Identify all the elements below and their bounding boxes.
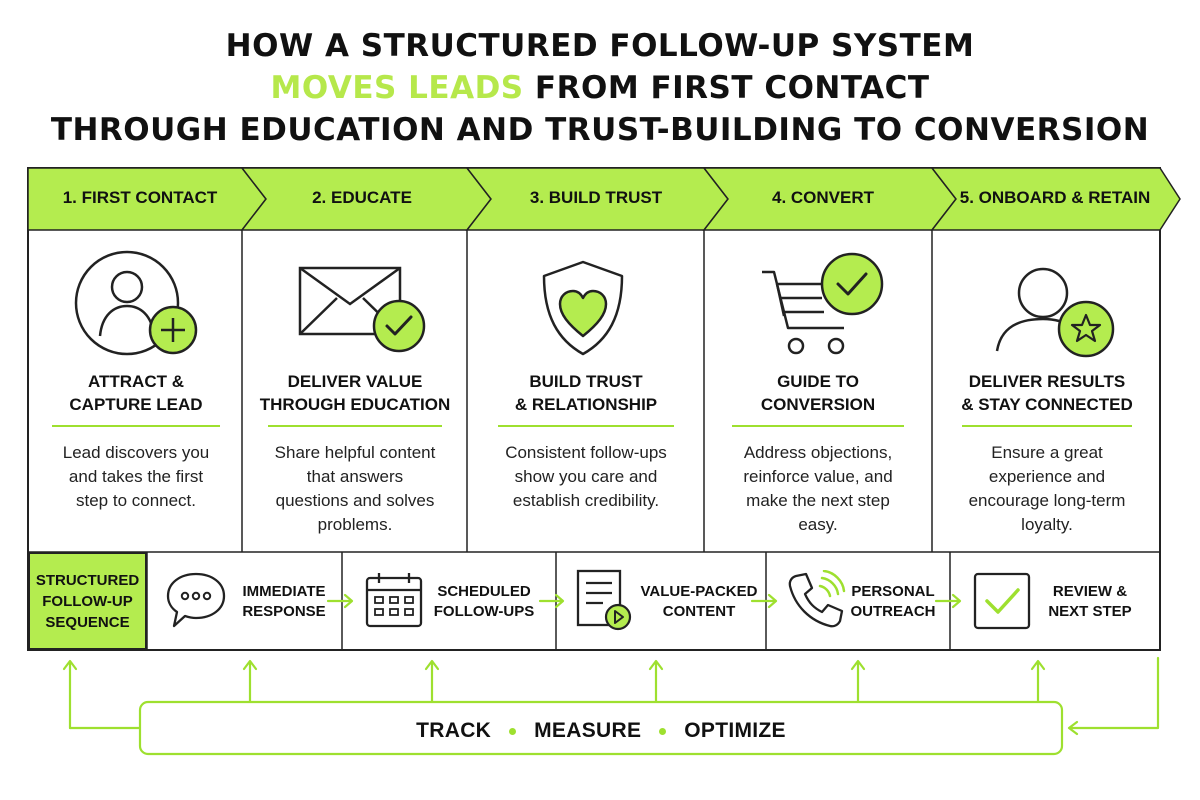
- title-line-2: MOVES LEADS FROM FIRST CONTACT: [0, 70, 1200, 106]
- title-accent: MOVES LEADS: [270, 70, 524, 106]
- stage-header-band: [27, 167, 1181, 231]
- footer-item-track: TRACK: [416, 719, 492, 742]
- calendar-icon: [365, 573, 423, 628]
- column-dividers: [241, 230, 933, 552]
- cart-check-icon: [762, 252, 884, 355]
- user-plus-icon: [74, 250, 198, 356]
- shield-heart-icon: [542, 260, 624, 356]
- footer-dot: [659, 727, 667, 735]
- stage-underline-1: [52, 425, 220, 427]
- footer-item-optimize: OPTIMIZE: [684, 719, 786, 742]
- step-arrows: [326, 593, 962, 609]
- step-arrow-1: [326, 593, 354, 609]
- checkbox-icon: [973, 572, 1031, 630]
- envelope-check-icon: [298, 266, 426, 353]
- stage-heading-5: DELIVER RESULTS& STAY CONNECTED: [961, 372, 1133, 414]
- title-line-1: HOW A STRUCTURED FOLLOW-UP SYSTEM: [225, 28, 975, 64]
- stage-chevron-5: [930, 167, 1181, 231]
- footer-box: [138, 700, 1064, 756]
- document-play-icon: [576, 569, 632, 631]
- stage-underline-2: [268, 425, 442, 427]
- stage-label-onboard-retain: 5. ONBOARD & RETAIN: [959, 188, 1151, 207]
- step-arrow-3: [750, 593, 778, 609]
- feedback-arrows: [62, 656, 1160, 736]
- title-line-3: THROUGH EDUCATION AND TRUST-BUILDING TO …: [50, 112, 1150, 148]
- stage-underline-5: [962, 425, 1132, 427]
- step-label-review-next-step: REVIEW &NEXT STEP: [1048, 583, 1132, 620]
- stage-underline-3: [498, 425, 674, 427]
- stage-label-build-trust: 3. BUILD TRUST: [529, 188, 663, 207]
- stage-underline-4: [732, 425, 904, 427]
- footer-dot: [509, 727, 517, 735]
- user-star-icon: [995, 267, 1115, 358]
- title-line-2-rest: FROM FIRST CONTACT: [523, 70, 930, 106]
- chat-bubble-icon: [166, 572, 226, 628]
- footer-item-measure: MEASURE: [534, 719, 642, 742]
- stage-label-educate: 2. EDUCATE: [312, 188, 412, 207]
- phone-call-icon: [788, 570, 846, 628]
- step-arrow-4: [934, 593, 962, 609]
- footer-track-measure-optimize: TRACK MEASURE OPTIMIZE: [140, 714, 1062, 748]
- stage-heading-3: BUILD TRUST& RELATIONSHIP: [514, 372, 658, 414]
- stage-label-first-contact: 1. FIRST CONTACT: [62, 188, 218, 207]
- stage-heading-1: ATTRACT &CAPTURE LEAD: [69, 372, 203, 414]
- stage-label-convert: 4. CONVERT: [771, 188, 875, 207]
- step-arrow-2: [538, 593, 565, 609]
